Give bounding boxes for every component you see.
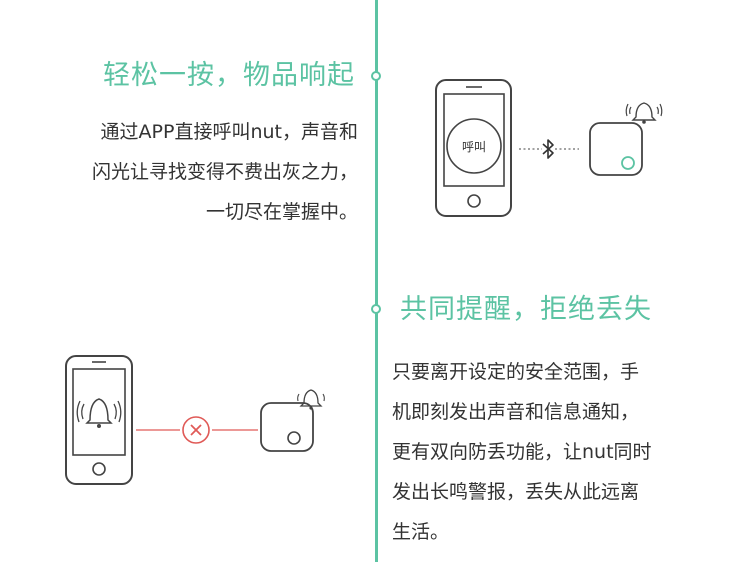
illustration-call: 呼叫 [435, 79, 663, 217]
bluetooth-icon [542, 138, 554, 160]
illustration-alert [65, 355, 325, 485]
phone-outline-2 [65, 355, 133, 485]
ringing-bell-icon-2 [297, 389, 325, 410]
section2-body: 只要离开设定的安全范围，手 机即刻发出声音和信息通知， 更有双向防丢功能，让nu… [392, 352, 732, 552]
timeline-node-1 [371, 71, 381, 81]
section1-body: 通过APP直接呼叫nut，声音和 闪光让寻找变得不费出灰之力， 一切尽在掌握中。 [0, 112, 358, 232]
section1-body-line-3: 一切尽在掌握中。 [205, 201, 358, 223]
call-button: 呼叫 [446, 118, 502, 174]
close-circle-icon [182, 416, 210, 444]
timeline-node-2 [371, 304, 381, 314]
tag-device-2 [260, 402, 314, 452]
section2-body-line-5: 生活。 [392, 521, 450, 543]
section1-title: 轻松一按，物品响起 [103, 60, 355, 91]
ringing-bell-icon [625, 102, 663, 124]
tag-device [589, 122, 643, 176]
section2-body-line-1: 只要离开设定的安全范围，手 [392, 361, 640, 383]
bell-icon [76, 398, 122, 428]
section2-title: 共同提醒，拒绝丢失 [400, 294, 652, 325]
section2-body-line-3: 更有双向防丢功能，让nut同时 [392, 441, 652, 463]
section2-body-line-2: 机即刻发出声音和信息通知， [392, 401, 640, 423]
timeline-line [375, 0, 378, 562]
section1-body-line-2: 闪光让寻找变得不费出灰之力， [91, 161, 358, 183]
call-button-label: 呼叫 [462, 140, 486, 154]
section1-body-line-1: 通过APP直接呼叫nut，声音和 [100, 121, 358, 143]
section2-body-line-4: 发出长鸣警报，丢失从此远离 [392, 481, 640, 503]
